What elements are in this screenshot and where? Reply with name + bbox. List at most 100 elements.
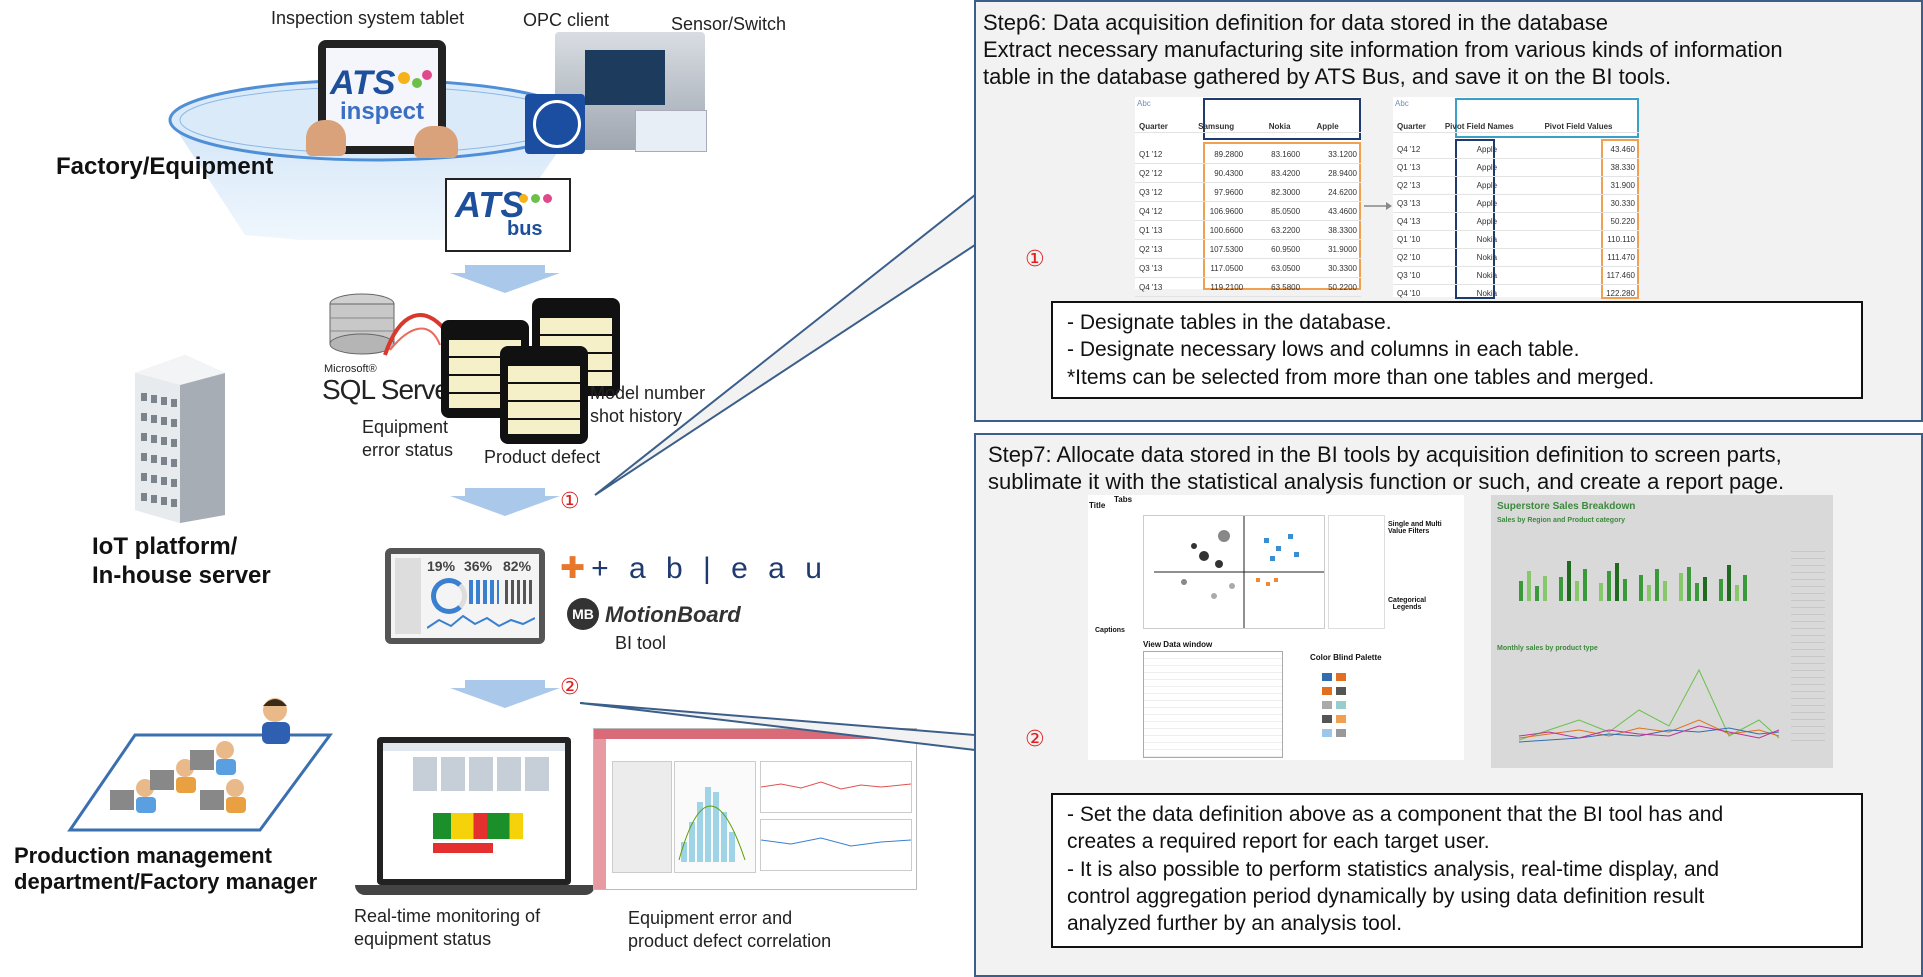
table-cell: Q2 '13: [1135, 239, 1184, 259]
table-cell: 82.3000: [1247, 182, 1305, 202]
ats-inspect-logo: ATS: [330, 64, 396, 102]
table-cell: Q3 '13: [1135, 258, 1184, 278]
inspect-logo-text: inspect: [340, 98, 425, 125]
superstore-line-chart: [1518, 668, 1780, 743]
office-people-illustration: [67, 698, 333, 832]
table-cell: 97.9600: [1183, 182, 1248, 202]
equipment-error-label: Equipment error status: [362, 417, 454, 460]
table-cell: 89.2800: [1183, 145, 1248, 164]
table-cell: 110.110: [1545, 230, 1639, 249]
table-cell: 83.4200: [1247, 163, 1305, 183]
table-icon-product-defect: [500, 346, 588, 444]
source-header-highlight: [1203, 98, 1361, 140]
table-cell: 60.9500: [1247, 239, 1305, 259]
step6-marker: ①: [1025, 246, 1045, 271]
table-cell: 90.4300: [1183, 163, 1248, 183]
down-arrow-2: [450, 488, 560, 516]
view-data-callout: View Data window: [1143, 640, 1213, 649]
table-cell: 122.280: [1545, 284, 1639, 303]
table-cell: Q1 '13: [1393, 158, 1473, 177]
table-cell: 83.1600: [1247, 145, 1305, 164]
table-cell: Q3 '12: [1135, 182, 1184, 202]
table-cell: 106.9600: [1183, 201, 1248, 221]
table-cell: 43.460: [1545, 141, 1639, 159]
laptop-base: [355, 885, 595, 895]
table-cell: Nokia: [1472, 230, 1546, 249]
table-cell: Q2 '13: [1393, 176, 1473, 195]
table-cell: 28.9400: [1304, 163, 1361, 183]
microsoft-label: Microsoft®: [324, 363, 377, 375]
table-cell: 100.6600: [1183, 220, 1248, 240]
table-cell: Apple: [1472, 158, 1546, 177]
superstore-bar-chart: [1519, 561, 1747, 601]
opc-machine-image: [525, 32, 710, 160]
captions-callout: Captions: [1095, 627, 1125, 634]
table-cell: Q3 '10: [1393, 266, 1473, 285]
palette-callout: Color Blind Palette: [1310, 653, 1382, 662]
tableau-logo: ✚+ a b | e a u: [560, 552, 828, 585]
table-cell: Nokia: [1472, 248, 1546, 267]
view-data-window-mock: [1143, 651, 1283, 758]
filters-callout: Single and Multi Value Filters: [1388, 521, 1442, 535]
table-cell: 117.460: [1545, 266, 1639, 285]
table-cell: Q3 '13: [1393, 194, 1473, 213]
inspection-tablet-image: ATS inspect: [306, 40, 458, 158]
correlation-label: Equipment error and product defect corre…: [628, 908, 832, 951]
superstore-subtitle: Sales by Region and Product category: [1497, 517, 1625, 524]
table-cell: Q4 '12: [1393, 141, 1473, 159]
step7-marker: ②: [1025, 726, 1045, 751]
step7-text: Step7: Allocate data stored in the BI to…: [988, 442, 1785, 494]
table-cell: Apple: [1472, 212, 1546, 231]
bi-dashboard-illustration: 19% 36% 82%: [385, 548, 545, 644]
table-cell: 33.1200: [1304, 145, 1361, 164]
table-cell: Q1 '13: [1135, 220, 1184, 240]
table-cell: Apple: [1472, 194, 1546, 213]
building-icon: [135, 355, 225, 523]
step6-note: - Designate tables in the database. - De…: [1051, 301, 1863, 399]
table-cell: 31.900: [1545, 176, 1639, 195]
table-cell: Apple: [1472, 141, 1546, 159]
laptop-monitor-screen: [377, 737, 571, 885]
hand-right: [414, 126, 458, 158]
table-cell: Apple: [1472, 176, 1546, 195]
opc-ua-badge: [525, 94, 585, 154]
hand-left: [306, 120, 346, 156]
product-defect-label: Product defect: [484, 447, 601, 467]
motionboard-mb-icon: MB: [567, 598, 599, 630]
table-cell: Q1 '12: [1135, 145, 1184, 164]
bi-tool-label: BI tool: [615, 633, 667, 653]
table-cell: 117.0500: [1183, 258, 1248, 278]
table-cell: 38.330: [1545, 158, 1639, 177]
database-cylinder-icon: [329, 293, 395, 355]
table-cell: 38.3300: [1304, 220, 1361, 240]
step6-text: Step6: Data acquisition definition for d…: [983, 10, 1783, 89]
scatter-mock: [1143, 515, 1325, 629]
transform-arrow-icon: [1364, 202, 1392, 210]
table-cell: Q2 '10: [1393, 248, 1473, 267]
table-cell: Nokia: [1472, 284, 1546, 303]
table-cell: 30.3300: [1304, 258, 1361, 278]
table-cell: 43.4600: [1304, 201, 1361, 221]
down-arrow-3: [450, 680, 560, 708]
table-cell: 24.6200: [1304, 182, 1361, 202]
table-cell: 119.2100: [1183, 277, 1248, 297]
down-arrow-1: [450, 265, 560, 293]
table-cell: 63.0500: [1247, 258, 1305, 278]
sql-server-swoosh-icon: [383, 313, 447, 356]
superstore-title: Superstore Sales Breakdown: [1497, 501, 1636, 512]
